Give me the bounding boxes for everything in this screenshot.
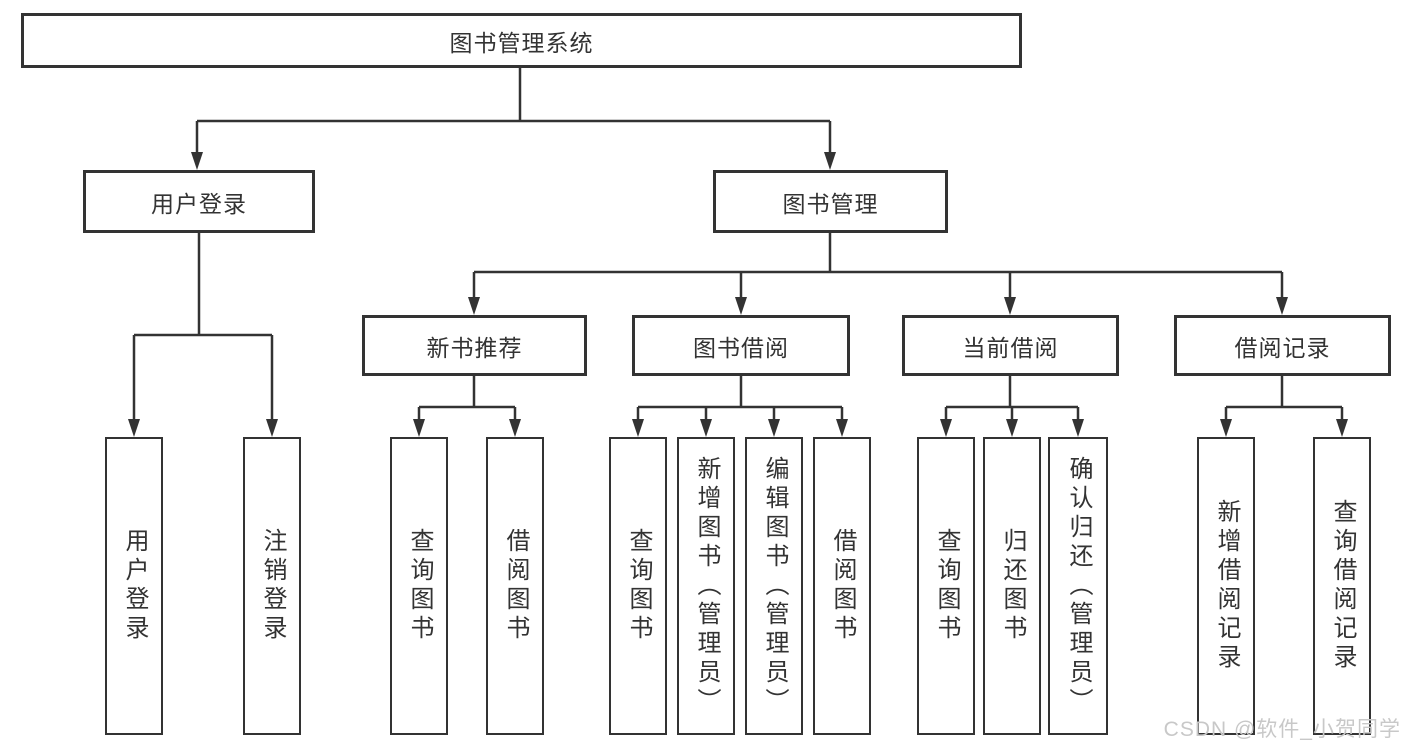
leaf-add-books-admin: 新增图书（管理员） <box>677 437 735 735</box>
leaf-query-books-current: 查询图书 <box>917 437 975 735</box>
leaf-query-books-borrow: 查询图书 <box>609 437 667 735</box>
node-borrowing-records: 借阅记录 <box>1174 315 1391 376</box>
node-label: 查询图书 <box>406 528 433 644</box>
csdn-watermark: CSDN @软件_小贺同学 <box>1163 718 1401 741</box>
node-label: 用户登录 <box>151 190 247 217</box>
leaf-borrow-books: 借阅图书 <box>813 437 871 735</box>
leaf-confirm-return-admin: 确认归还（管理员） <box>1048 437 1108 735</box>
leaf-edit-books-admin: 编辑图书（管理员） <box>745 437 803 735</box>
node-label: 注销登录 <box>259 528 286 644</box>
node-label: 图书管理系统 <box>449 29 594 56</box>
node-label: 用户登录 <box>121 528 148 644</box>
leaf-add-borrow-record: 新增借阅记录 <box>1197 437 1255 735</box>
node-book-management: 图书管理 <box>713 170 948 233</box>
node-current-borrowing: 当前借阅 <box>902 315 1119 376</box>
node-label: 图书管理 <box>782 190 879 217</box>
leaf-query-borrow-record: 查询借阅记录 <box>1313 437 1371 735</box>
node-label: 图书借阅 <box>693 334 789 361</box>
node-label: 查询图书 <box>933 528 960 644</box>
node-label: 查询借阅记录 <box>1329 499 1356 673</box>
node-label: 借阅记录 <box>1234 334 1331 361</box>
node-user-login: 用户登录 <box>83 170 315 233</box>
leaf-logout: 注销登录 <box>243 437 301 735</box>
node-label: 新增图书（管理员） <box>693 455 720 717</box>
leaf-user-login: 用户登录 <box>105 437 163 735</box>
node-label: 归还图书 <box>999 528 1026 644</box>
leaf-borrow-books-recommend: 借阅图书 <box>486 437 544 735</box>
node-label: 新书推荐 <box>426 334 523 361</box>
node-library-management-system: 图书管理系统 <box>21 13 1022 68</box>
leaf-query-books-recommend: 查询图书 <box>390 437 448 735</box>
node-label: 新增借阅记录 <box>1213 499 1240 673</box>
node-label: 当前借阅 <box>962 334 1059 361</box>
leaf-return-books: 归还图书 <box>983 437 1041 735</box>
node-label: 借阅图书 <box>829 528 856 644</box>
node-label: 借阅图书 <box>502 528 529 644</box>
node-label: 确认归还（管理员） <box>1065 455 1092 717</box>
node-new-book-recommend: 新书推荐 <box>362 315 587 376</box>
node-label: 编辑图书（管理员） <box>761 455 788 717</box>
node-label: 查询图书 <box>625 528 652 644</box>
node-book-borrowing: 图书借阅 <box>632 315 850 376</box>
